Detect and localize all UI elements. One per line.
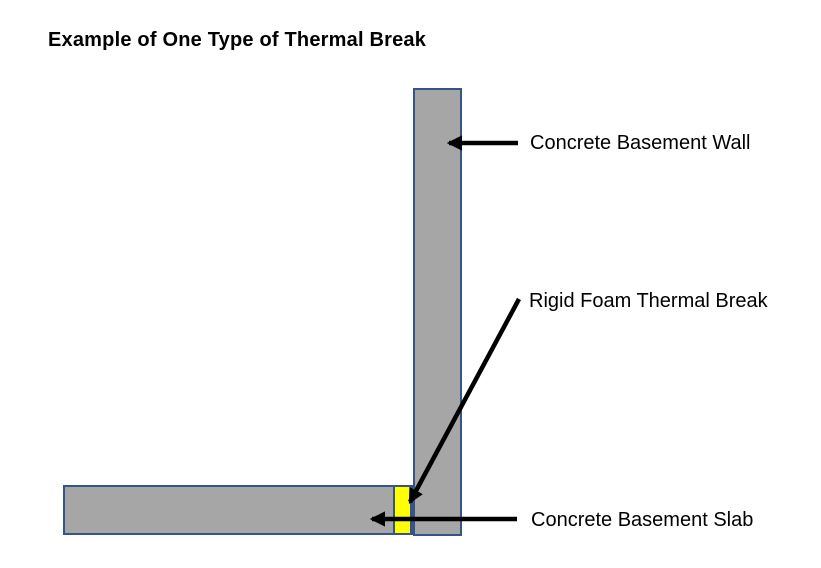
concrete-basement-slab-shape [63, 485, 413, 535]
wall-label: Concrete Basement Wall [530, 132, 751, 154]
slab-label: Concrete Basement Slab [531, 509, 754, 531]
thermal-break-label: Rigid Foam Thermal Break [529, 290, 768, 312]
concrete-basement-wall-shape [413, 88, 462, 536]
rigid-foam-thermal-break-shape [393, 485, 412, 535]
diagram-title: Example of One Type of Thermal Break [48, 29, 427, 51]
